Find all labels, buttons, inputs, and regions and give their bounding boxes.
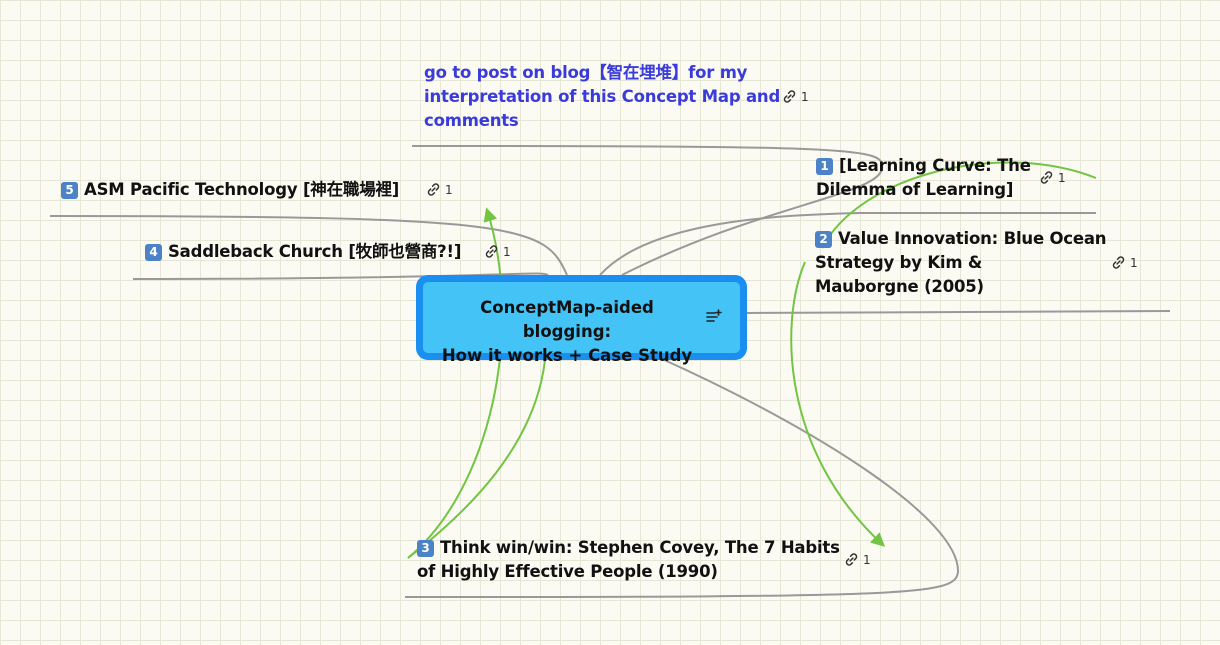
topic-5-hyperlink[interactable]: 1 [426, 182, 453, 197]
topic-1-line2: Dilemma of Learning] [816, 180, 1014, 199]
branch-topic-3 [404, 357, 960, 598]
link-count: 1 [1058, 170, 1066, 185]
relation-curve-1 [821, 161, 1097, 249]
link-icon [1040, 171, 1053, 184]
number-1-badge: 1 [816, 158, 833, 175]
topic-1-line1: [Learning Curve: The [839, 156, 1031, 175]
number-5-badge: 5 [61, 182, 78, 199]
relation-curve-4 [407, 359, 546, 559]
topic-2-line3: Mauborgne (2005) [815, 277, 984, 296]
number-2-badge: 2 [815, 231, 832, 248]
topic-2-line2: Strategy by Kim & [815, 253, 983, 272]
topic-blog-link[interactable]: go to post on blog【智在埋堆】for my interpret… [424, 61, 780, 133]
number-3-badge: 3 [417, 540, 434, 557]
link-count: 1 [863, 552, 871, 567]
central-title-line2: How it works + Case Study [441, 346, 693, 365]
relation-curve-2 [790, 261, 886, 547]
link-icon [845, 553, 858, 566]
branch-blog-link [411, 145, 884, 276]
topic-2-value-innovation[interactable]: 2 Value Innovation: Blue Ocean Strategy b… [815, 227, 1107, 299]
topic-1-hyperlink[interactable]: 1 [1039, 170, 1066, 185]
topic-blog-link-line2: interpretation of this Concept Map and [424, 87, 781, 106]
blog-link-hyperlink[interactable]: 1 [782, 89, 809, 104]
link-icon [783, 90, 796, 103]
central-topic-title: ConceptMap-aided blogging: How it works … [435, 296, 699, 368]
topic-5-asm-pacific[interactable]: 5 ASM Pacific Technology [神在職場裡] [61, 178, 399, 202]
link-count: 1 [503, 244, 511, 259]
topic-blog-link-line1: go to post on blog【智在埋堆】for my [424, 63, 748, 82]
branch-topic-1 [599, 212, 1096, 276]
link-icon [1112, 256, 1125, 269]
branch-topic-2 [746, 310, 1171, 314]
topic-4-saddleback-church[interactable]: 4 Saddleback Church [牧師也營商?!] [145, 240, 461, 264]
topic-2-hyperlink[interactable]: 1 [1111, 255, 1138, 270]
topic-5-line1: ASM Pacific Technology [神在職場裡] [84, 180, 400, 199]
topic-3-line2: of Highly Effective People (1990) [417, 562, 718, 581]
link-icon [427, 183, 440, 196]
topic-4-hyperlink[interactable]: 1 [484, 244, 511, 259]
link-count: 1 [1130, 255, 1138, 270]
topic-2-line1: Value Innovation: Blue Ocean [838, 229, 1107, 248]
topic-1-learning-curve[interactable]: 1 [Learning Curve: The Dilemma of Learnin… [816, 154, 1031, 202]
link-count: 1 [801, 89, 809, 104]
relation-curve-3 [407, 207, 504, 559]
topic-4-line1: Saddleback Church [牧師也營商?!] [168, 242, 462, 261]
branch-topic-5 [49, 215, 568, 276]
number-4-badge: 4 [145, 244, 162, 261]
topic-3-line1: Think win/win: Stephen Covey, The 7 Habi… [440, 538, 840, 557]
link-count: 1 [445, 182, 453, 197]
topic-3-think-win-win[interactable]: 3 Think win/win: Stephen Covey, The 7 Hab… [417, 536, 840, 584]
notes-icon[interactable] [706, 308, 722, 324]
topic-3-hyperlink[interactable]: 1 [844, 552, 871, 567]
link-icon [485, 245, 498, 258]
central-topic[interactable]: ConceptMap-aided blogging: How it works … [416, 275, 747, 365]
central-title-line1: ConceptMap-aided blogging: [480, 298, 654, 341]
topic-blog-link-line3: comments [424, 111, 519, 130]
